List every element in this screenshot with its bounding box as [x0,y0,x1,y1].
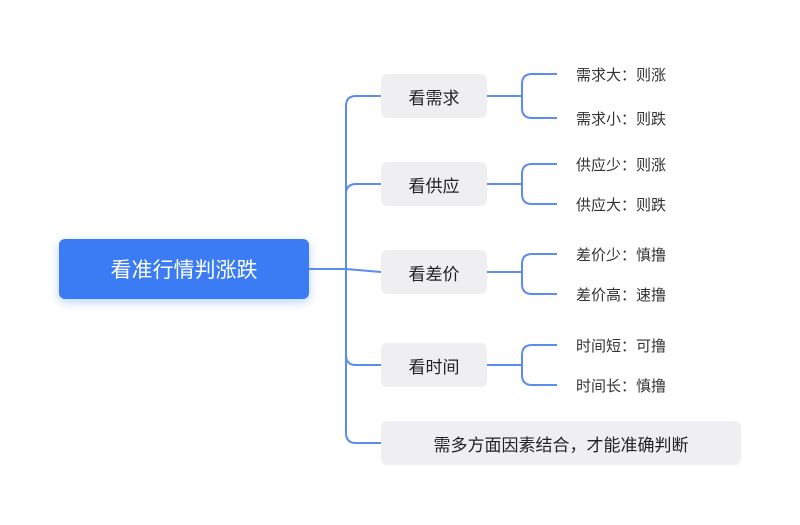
branch-supply[interactable]: 看供应 [381,162,487,206]
leaf-demand-high[interactable]: 需求大：则涨 [576,65,667,84]
connector-leaf-4 [487,344,557,386]
branch-time[interactable]: 看时间 [381,343,487,387]
connector-branch-2 [345,183,381,195]
leaf-supply-high[interactable]: 供应大：则跌 [576,195,667,214]
connector-leaf-1 [487,73,557,119]
connector-leaf-2 [487,163,557,205]
leaf-demand-low[interactable]: 需求小：则跌 [576,109,667,128]
connector-branch-3 [345,268,382,273]
branch-price-gap[interactable]: 看差价 [381,250,487,294]
connector-branch-4 [345,354,381,366]
leaf-time-long[interactable]: 时间长：慎撸 [576,376,667,395]
branch-summary[interactable]: 需多方面因素结合，才能准确判断 [381,421,741,465]
leaf-supply-low[interactable]: 供应少：则涨 [576,155,667,174]
root-topic[interactable]: 看准行情判涨跌 [59,239,309,299]
connector-leaf-3 [487,253,557,295]
leaf-gap-low[interactable]: 差价少：慎撸 [576,245,667,264]
branch-demand[interactable]: 看需求 [381,74,487,118]
leaf-time-short[interactable]: 时间短：可撸 [576,336,667,355]
leaf-gap-high[interactable]: 差价高：速撸 [576,285,667,304]
